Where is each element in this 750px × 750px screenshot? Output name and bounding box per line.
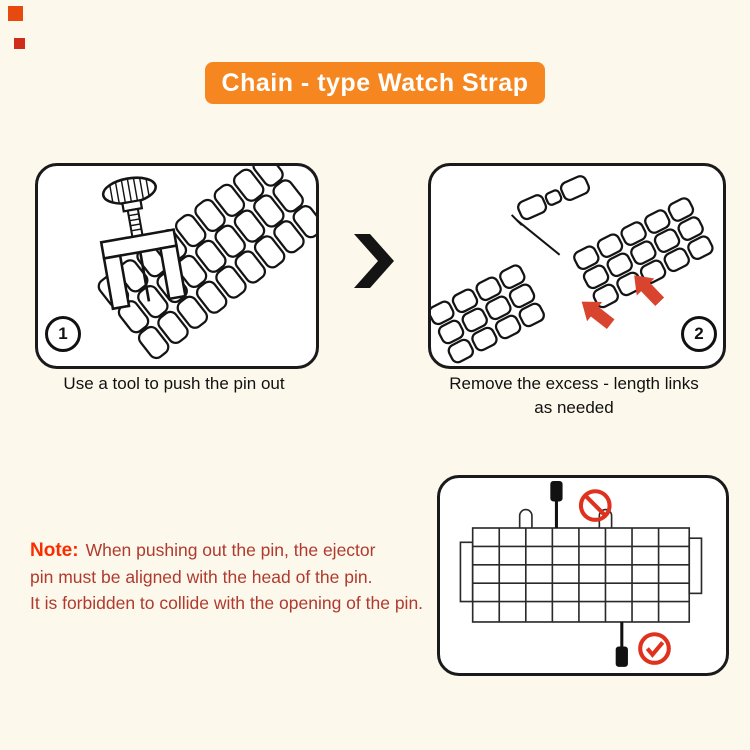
prohibited-icon [578,489,612,522]
check-icon [638,632,671,665]
note-line-3: It is forbidden to collide with the open… [30,593,424,613]
note-text: Note: When pushing out the pin, the eject… [30,537,468,616]
ejector-pin-bottom [615,621,628,667]
pin-alignment-detail-panel [437,475,729,676]
title-banner: Chain - type Watch Strap [205,62,545,104]
push-direction-arrow-icon [581,275,665,330]
note-line-1: When pushing out the pin, the ejector [85,540,376,560]
step2-panel [428,163,726,369]
pin-pusher-tool-illustration [97,166,316,360]
next-step-arrow-icon [354,234,394,288]
step1-panel [35,163,319,369]
decor-square [8,6,23,21]
decor-square [14,38,25,49]
removed-links-illustration [431,175,714,364]
pin-alignment-illustration [459,481,703,667]
note-label: Note: [30,540,79,561]
step1-caption: Use a tool to push the pin out [63,374,285,393]
step1-number-badge: 1 [45,316,81,352]
ejector-pin-top [550,481,563,529]
page-title: Chain - type Watch Strap [221,68,529,97]
step2-number-badge: 2 [681,316,717,352]
note-line-2: pin must be aligned with the head of the… [30,567,373,587]
step2-caption: Remove the excess - length links as need… [449,374,699,417]
